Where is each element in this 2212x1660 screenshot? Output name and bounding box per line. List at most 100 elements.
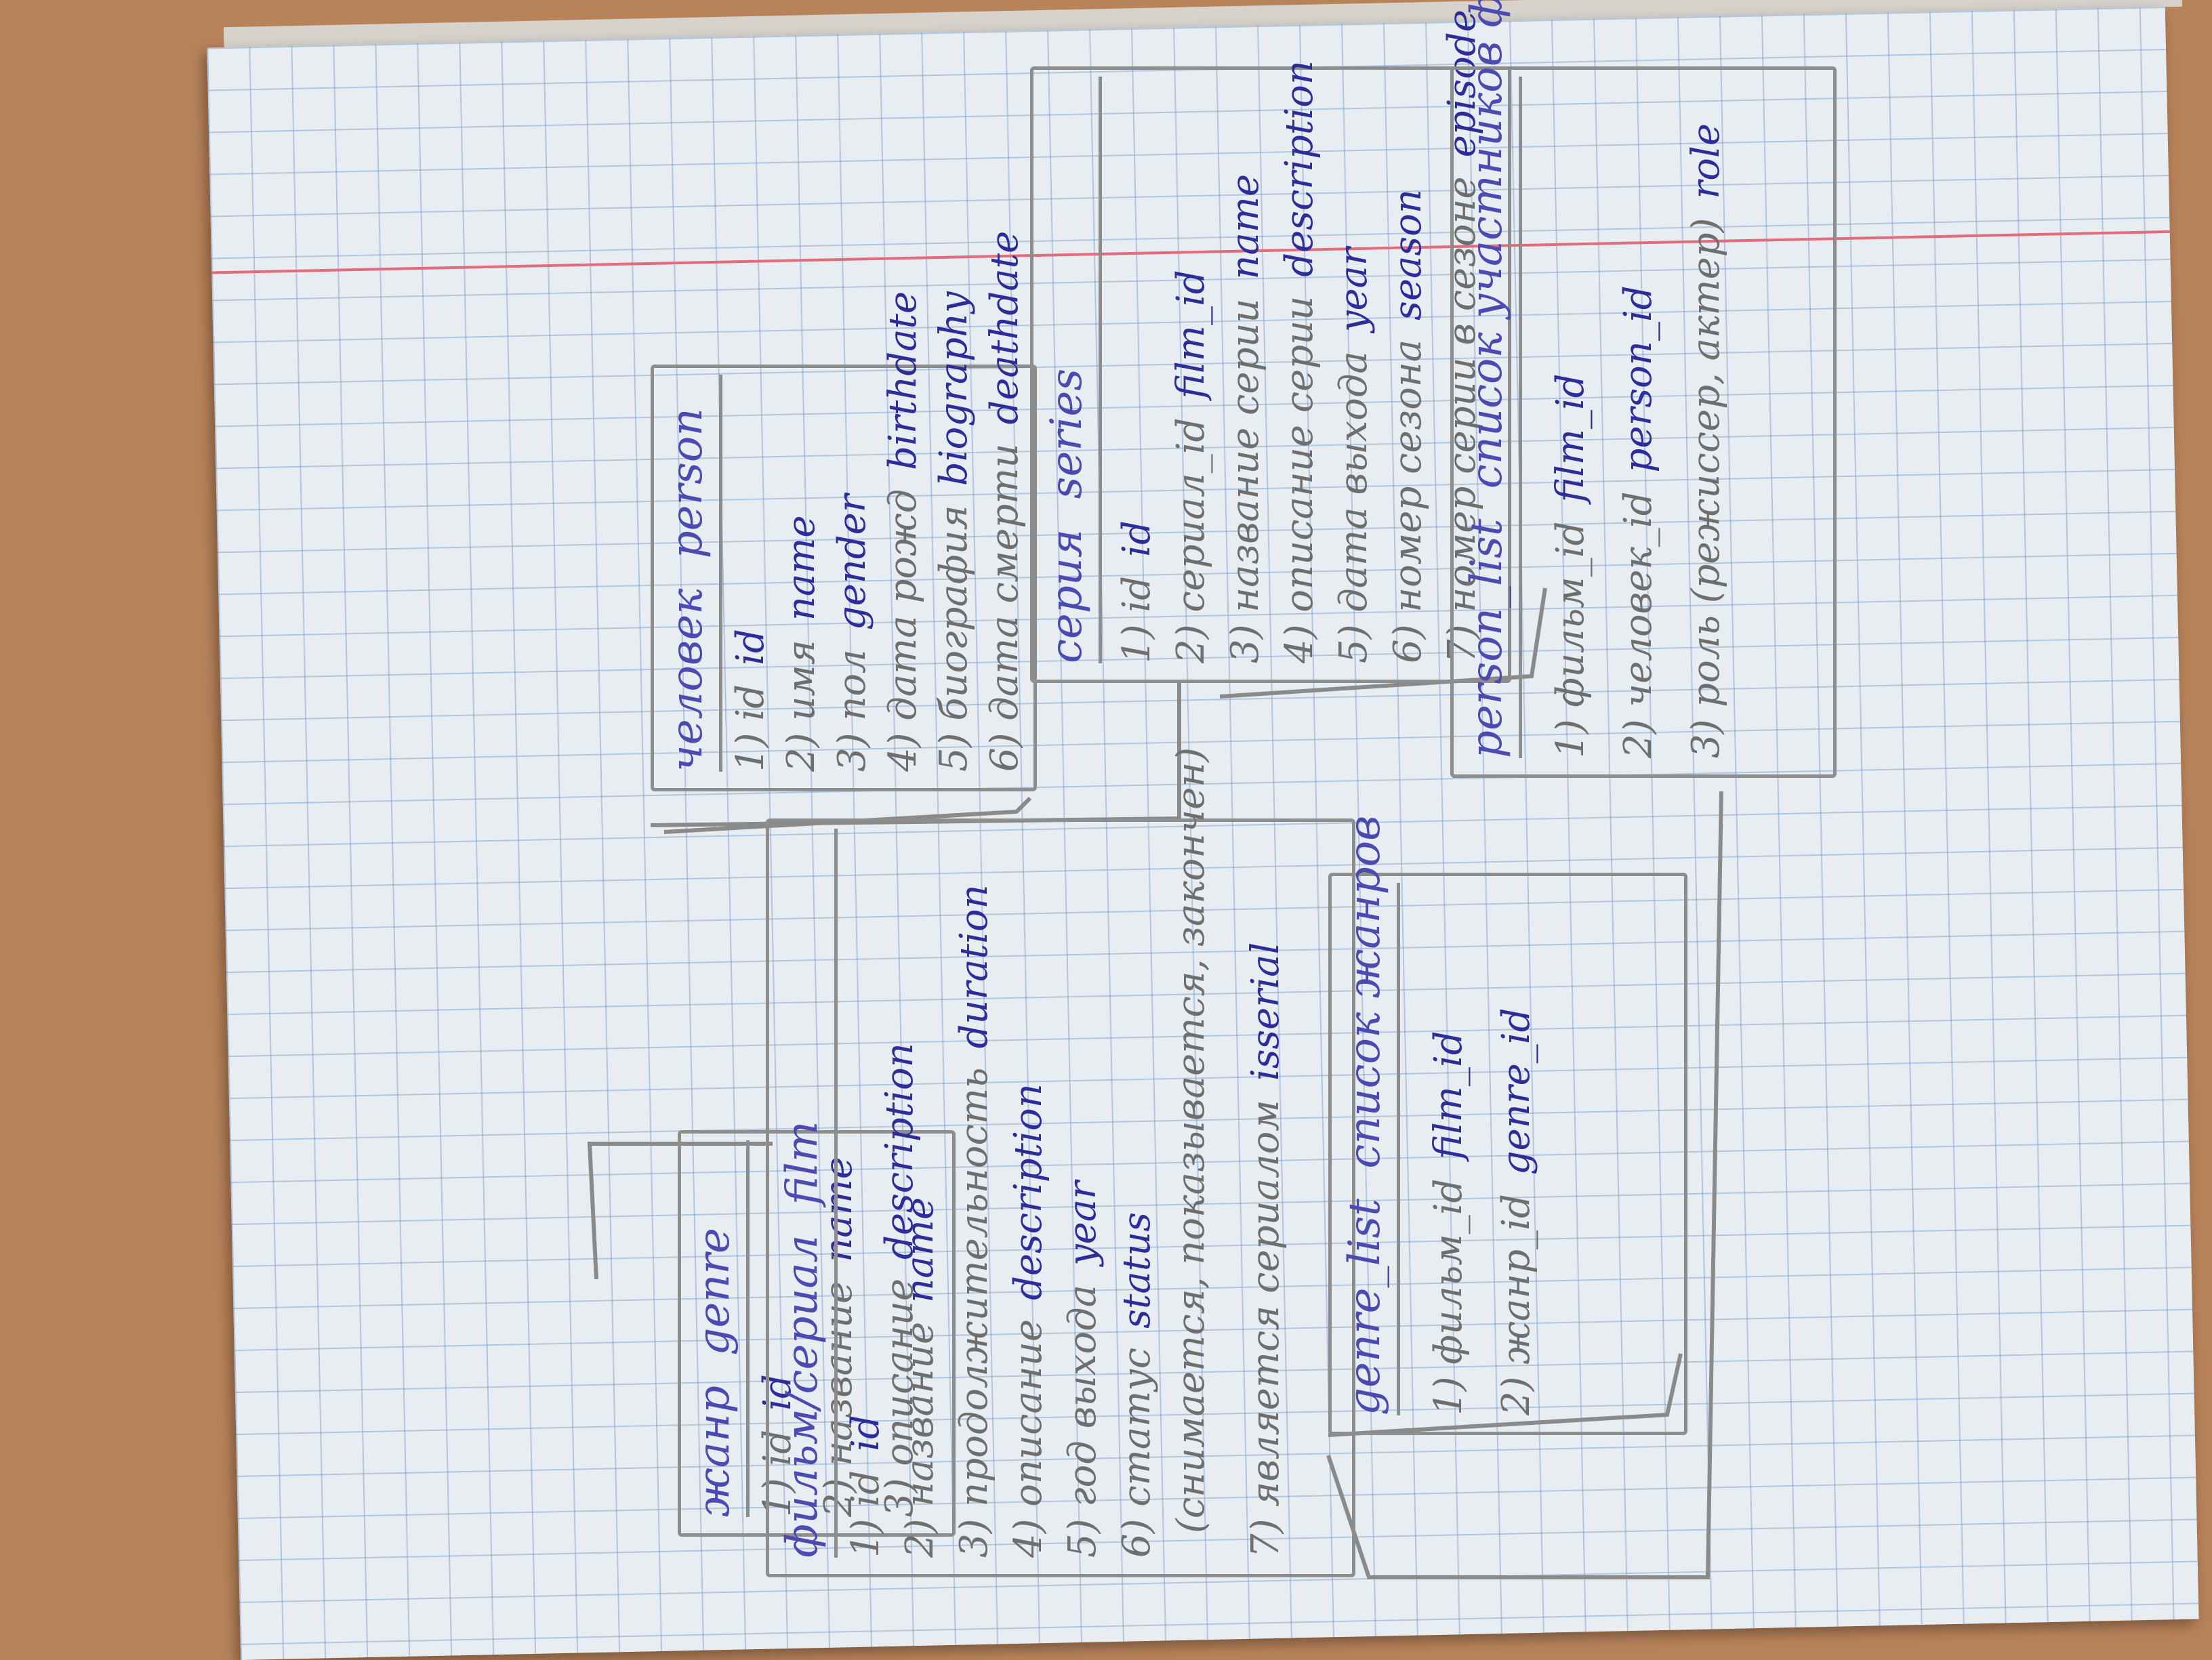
relation-series-personlist: [1219, 587, 1547, 699]
film-field-5-en: year: [1061, 1181, 1105, 1266]
series-field-6: 6) номер сезона season: [1386, 189, 1430, 663]
relation-film-genre: [587, 1142, 773, 1280]
relation-film-series: [650, 683, 1181, 827]
person-list-field-3: 3) роль (режиссер, актер) role: [1684, 123, 1728, 758]
film-field-2-ru: 2) название: [898, 1321, 942, 1558]
table-person-list-title: person_list список участников фильма: [1462, 0, 1522, 758]
table-genre-list-title-en: genre_list: [1340, 1198, 1390, 1415]
series-field-2: 2) сериал_idfilm_id: [1169, 270, 1213, 663]
table-genre-list-title-ru: список жанров: [1340, 815, 1390, 1169]
film-field-7: 7) является сериалом isserial: [1244, 942, 1288, 1558]
person-field-4-ru: 4) дата рожд: [881, 489, 925, 772]
person-field-6-en: deathdate: [983, 230, 1027, 425]
relation-film-genrelist: [1328, 1353, 1683, 1437]
series-field-4: 4) описание серии description: [1277, 60, 1322, 663]
film-field-7-en: isserial: [1244, 942, 1288, 1081]
table-person-list: person_list список участников фильма 1) …: [1450, 0, 1837, 778]
film-field-6: 6) статус status: [1115, 1212, 1159, 1558]
person-field-5-en: biography: [932, 291, 976, 486]
table-genre-list-title: genre_list список жанров: [1340, 816, 1400, 1415]
film-field-5-ru: 5) год выхода: [1061, 1285, 1105, 1558]
genre-list-field-1-ru: 1) фильм_id: [1427, 1178, 1471, 1415]
table-series-title: серия series: [1042, 77, 1102, 663]
person-list-field-1-en: film_id: [1549, 373, 1593, 503]
series-field-1: 1) id id: [1115, 520, 1159, 663]
film-field-2-en: name: [898, 1197, 942, 1303]
series-field-1-ru: 1) id: [1115, 575, 1159, 663]
genre-list-field-2-ru: 2) жанр_id: [1494, 1194, 1538, 1415]
series-field-5-ru: 5) дата выхода: [1332, 351, 1376, 663]
film-field-status-note-ru: (снимается, показывается, закончен): [1169, 747, 1213, 1533]
person-field-1: 1) id id: [729, 629, 773, 772]
genre-list-field-1-en: film_id: [1427, 1031, 1471, 1160]
person-list-field-3-ru: 3) роль (режиссер, актер): [1684, 217, 1728, 758]
table-film-title-en: film: [777, 1121, 827, 1205]
person-field-3: 3) пол gender: [830, 494, 874, 772]
person-list-field-1-ru: 1) фильм_id: [1549, 521, 1593, 758]
person-field-5-ru: 5) биография: [932, 505, 976, 772]
person-list-field-1: 1) фильм_id film_id: [1549, 373, 1593, 758]
person-field-4-en: birthdate: [881, 291, 925, 470]
film-field-6-en: status: [1115, 1211, 1159, 1329]
table-person-list-title-ru: список участников фильма: [1462, 0, 1512, 489]
genre-list-field-2-en: genre_id: [1494, 1008, 1538, 1176]
film-field-3-ru: 3) продолжительность: [952, 1067, 996, 1558]
table-genre-title-ru: жанр: [689, 1385, 739, 1517]
series-field-3-en: name: [1223, 173, 1267, 280]
table-genre-title: жанр genre: [689, 1140, 750, 1517]
table-series-title-ru: серия: [1042, 528, 1092, 663]
person-field-6-ru: 6) дата смерти: [983, 443, 1027, 772]
film-field-4: 4) описание description: [1006, 1083, 1050, 1558]
table-series-title-en: series: [1042, 368, 1092, 499]
table-film-title: фильм/сериал film: [777, 829, 838, 1558]
person-list-field-2-ru: 2) человек_id: [1616, 491, 1660, 758]
table-person-list-title-en: person_list: [1462, 518, 1512, 758]
person-list-field-2-en: person_id: [1616, 285, 1660, 473]
genre-list-field-2: 2) жанр_id genre_id: [1494, 1008, 1538, 1415]
person-field-3-ru: 3) пол: [830, 649, 874, 772]
person-field-5: 5) биография biography: [932, 291, 976, 772]
film-field-4-en: description: [1006, 1083, 1050, 1301]
film-field-3: 3) продолжительность duration: [952, 884, 996, 1558]
film-field-1-en: id: [844, 1415, 888, 1451]
table-film: фильм/сериал film 1) id id 2) название nam…: [766, 747, 1355, 1577]
person-field-2-ru: 2) имя: [779, 640, 823, 772]
table-person-title: человек person: [662, 375, 722, 772]
film-field-2: 2) название name: [898, 1197, 942, 1558]
person-field-1-en: id: [729, 629, 773, 665]
film-field-4-ru: 4) описание: [1006, 1319, 1050, 1558]
film-field-1: 1) id id: [844, 1415, 888, 1558]
film-field-3-en: duration: [952, 884, 996, 1049]
person-field-2: 2) имя name: [779, 515, 823, 772]
table-person-title-en: person: [662, 408, 712, 559]
relation-film-personlist: [1326, 791, 1723, 1579]
person-field-2-en: name: [779, 515, 823, 621]
series-field-2-ru: 2) сериал_id: [1169, 417, 1213, 664]
film-field-6-ru: 6) статус: [1115, 1347, 1159, 1558]
series-field-5: 5) дата выхода year: [1332, 247, 1376, 663]
series-field-6-en: season: [1386, 189, 1430, 320]
person-field-1-ru: 1) id: [729, 684, 773, 772]
person-list-field-3-en: role: [1684, 123, 1728, 199]
series-field-4-ru: 4) описание серии: [1277, 295, 1322, 663]
table-person-title-ru: человек: [662, 588, 712, 772]
series-field-3-ru: 3) название серии: [1223, 298, 1267, 663]
genre-list-field-1: 1) фильм_id film_id: [1427, 1031, 1471, 1415]
person-list-field-2: 2) человек_id person_id: [1616, 285, 1660, 758]
film-field-7-ru: 7) является сериалом: [1244, 1100, 1288, 1558]
series-field-6-ru: 6) номер сезона: [1386, 339, 1430, 663]
table-film-title-ru: фильм/сериал: [777, 1234, 827, 1558]
person-field-3-en: gender: [830, 494, 874, 631]
series-field-4-en: description: [1277, 60, 1322, 277]
film-field-5: 5) год выхода year: [1061, 1181, 1105, 1558]
film-field-1-ru: 1) id: [844, 1470, 888, 1558]
film-field-status-note: (снимается, показывается, закончен): [1169, 747, 1213, 1533]
table-series: серия series 1) id id 2) сериал_idfilm_id…: [1030, 9, 1511, 683]
series-field-1-en: id: [1115, 520, 1159, 557]
series-field-3: 3) название серии name: [1223, 174, 1267, 663]
series-field-5-en: year: [1332, 247, 1376, 333]
person-field-4: 4) дата рожд birthdate: [881, 291, 925, 772]
table-genre-list: genre_list список жанров 1) фильм_id film…: [1328, 816, 1687, 1435]
